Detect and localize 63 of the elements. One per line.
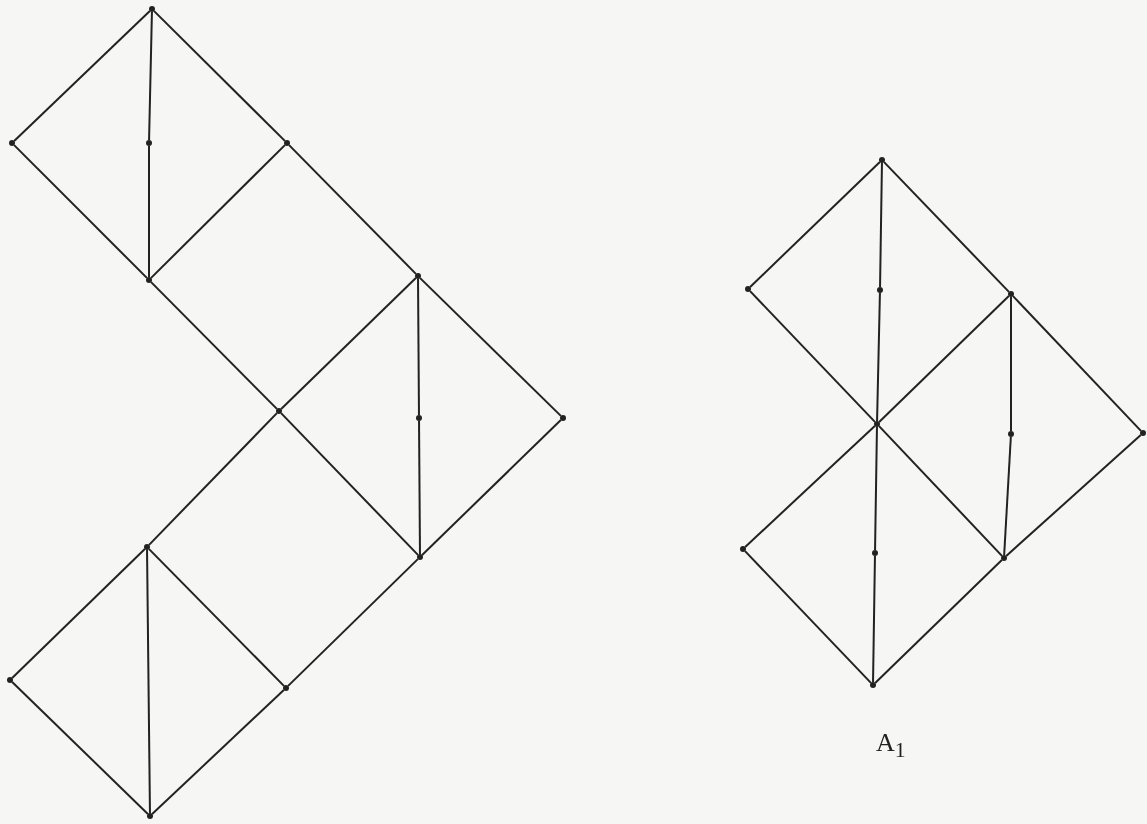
vertex-dot <box>276 408 282 414</box>
vertex-dot <box>416 415 422 421</box>
edge-line <box>749 161 881 288</box>
vertex-dot <box>146 140 152 146</box>
vertex-dot <box>1008 431 1014 437</box>
vertex-dot <box>417 554 423 560</box>
edge-line <box>13 10 151 142</box>
vertex-dot <box>874 421 880 427</box>
edge-line <box>150 281 278 410</box>
vertex-dot <box>872 550 878 556</box>
edge-line <box>744 425 876 548</box>
edge-line <box>876 292 881 422</box>
vertex-dot <box>146 277 152 283</box>
graph-label: A$_{1}$ <box>876 728 906 764</box>
vertex-dot <box>9 140 15 146</box>
vertex-dot <box>1008 291 1014 297</box>
edge-line <box>280 277 417 410</box>
edge-line <box>878 425 1003 557</box>
vertex-dot <box>283 685 289 691</box>
edge-line <box>11 681 149 815</box>
edge-line <box>1012 295 1142 432</box>
edge-line <box>1005 434 1142 557</box>
edge-line <box>879 162 883 288</box>
vertex-dot <box>745 286 751 292</box>
edge-line <box>287 558 419 687</box>
edge-line <box>1010 296 1012 432</box>
edge-line <box>417 278 420 416</box>
edge-line <box>13 144 148 279</box>
edge-line <box>883 161 1010 293</box>
edge-line <box>148 145 150 278</box>
vertex-dot <box>284 140 290 146</box>
vertex-dot <box>560 415 566 421</box>
edge-line <box>288 144 417 275</box>
edge-line <box>148 11 153 141</box>
vertex-dot <box>1001 555 1007 561</box>
edge-line <box>874 426 878 551</box>
vertex-dot <box>1140 430 1146 436</box>
vertex-dot <box>147 813 153 819</box>
vertex-dot <box>415 273 421 279</box>
edge-line <box>146 549 151 814</box>
edge-line <box>11 548 146 679</box>
edge-line <box>872 555 876 683</box>
edge-line <box>1003 436 1012 556</box>
edge-line <box>421 419 562 556</box>
vertex-dot <box>144 544 150 550</box>
edge-line <box>419 277 562 417</box>
vertex-dot <box>870 682 876 688</box>
edge-line <box>148 412 278 546</box>
edge-line <box>418 420 421 555</box>
edge-line <box>153 10 286 142</box>
vertex-dot <box>149 6 155 12</box>
vertex-dot <box>879 157 885 163</box>
edge-line <box>878 295 1010 423</box>
vertex-dot <box>740 546 746 552</box>
edge-line <box>874 559 1003 684</box>
vertex-dot <box>7 677 13 683</box>
edge-line <box>150 144 286 279</box>
edge-line <box>280 412 419 556</box>
edge-line <box>749 290 876 423</box>
edge-line <box>744 550 872 684</box>
edge-line <box>148 548 285 687</box>
vertex-dot <box>877 287 883 293</box>
edge-line <box>151 689 285 815</box>
